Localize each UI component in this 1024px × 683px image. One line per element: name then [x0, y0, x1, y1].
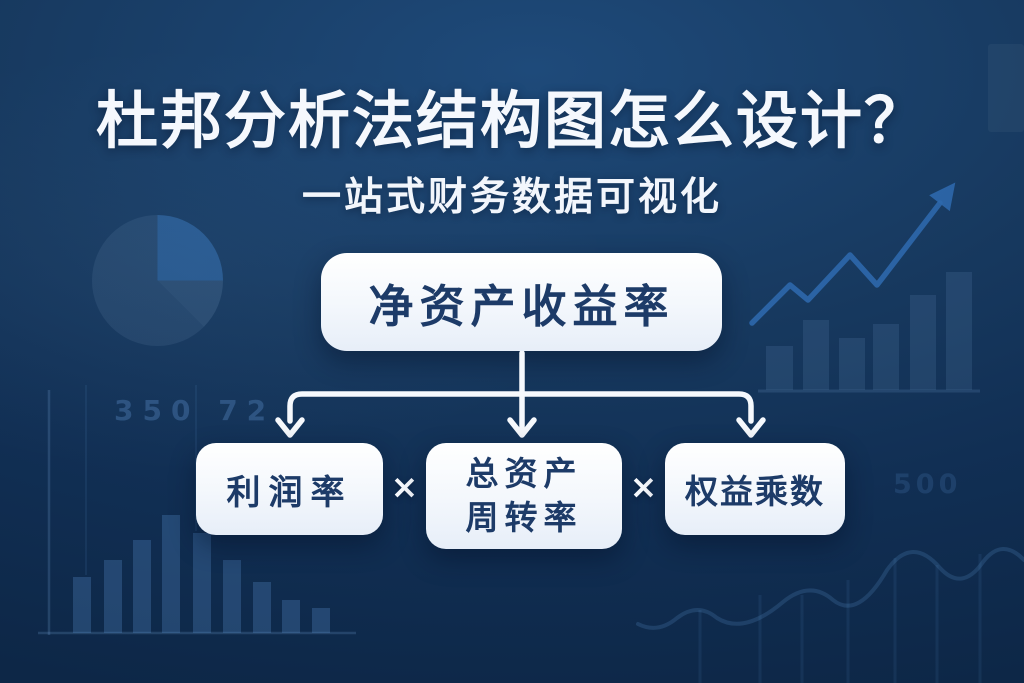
node-asset-turnover-line2: 周转率	[465, 498, 583, 537]
multiply-sign-right: ×	[629, 467, 658, 506]
node-roe: 净资产收益率	[321, 253, 722, 351]
arrowhead-right	[736, 417, 766, 438]
multiply-sign-left: ×	[390, 467, 419, 506]
axis-number-right: 500	[893, 469, 962, 500]
node-asset-turnover-line1: 总资产	[465, 454, 583, 494]
connector-arrows	[275, 351, 766, 438]
page-subtitle: 一站式财务数据可视化	[301, 175, 722, 220]
pie-chart-decoration	[92, 215, 223, 346]
node-profit-margin-label: 利润率	[226, 472, 353, 513]
page-title: 杜邦分析法结构图怎么设计？	[95, 84, 928, 157]
node-equity-multiplier-label: 权益乘数	[685, 472, 825, 511]
node-asset-turnover: 总资产 周转率	[426, 443, 622, 549]
wave-decoration	[636, 547, 1024, 683]
axis-numbers-left: 350 72	[114, 394, 276, 427]
node-equity-multiplier: 权益乘数	[665, 443, 845, 535]
arrowhead-center	[507, 417, 537, 438]
arrowhead-left	[275, 417, 305, 438]
node-profit-margin: 利润率	[196, 443, 383, 535]
node-roe-label: 净资产收益率	[368, 279, 675, 333]
